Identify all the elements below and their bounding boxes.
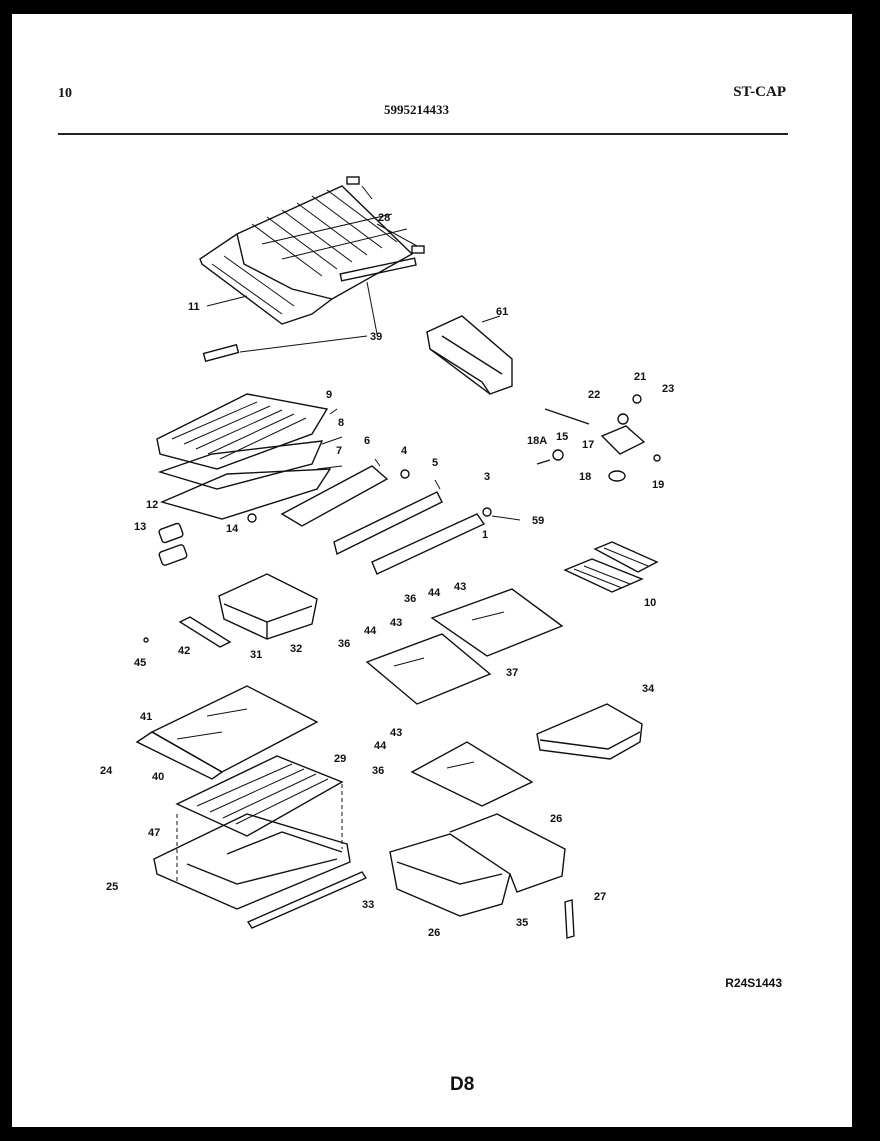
callout-7: 7	[336, 445, 342, 457]
callout-22: 22	[588, 389, 600, 401]
part-freezer-shelf-stack	[156, 393, 343, 520]
part-small-rail	[143, 616, 232, 648]
callout-61: 61	[496, 306, 508, 318]
callout-9: 9	[326, 389, 332, 401]
part-door-bin	[426, 315, 513, 395]
callout-11: 11	[188, 301, 200, 313]
callout-44-b: 44	[364, 625, 377, 637]
callout-42: 42	[178, 645, 190, 657]
callout-36-a: 36	[404, 593, 416, 605]
callout-36-c: 36	[372, 765, 384, 777]
callout-13: 13	[134, 521, 146, 533]
callout-17: 17	[582, 439, 594, 451]
callout-31: 31	[250, 649, 262, 661]
part-brackets	[158, 513, 257, 566]
callout-26-b: 26	[428, 927, 440, 939]
part-glass-shelf-lower	[135, 685, 319, 780]
callout-labels: 28 11 39 61 22 21 23 9 8 7 6 4 5 3 59 1 …	[100, 212, 674, 939]
callout-45: 45	[134, 657, 146, 669]
part-rails	[280, 458, 521, 575]
callout-47: 47	[148, 827, 160, 839]
part-control-assembly	[536, 394, 661, 482]
callout-18: 18	[579, 471, 591, 483]
callout-28: 28	[378, 212, 390, 224]
parts-sheet: 10 5995214433 ST-CAP	[12, 14, 852, 1127]
callout-24: 24	[100, 765, 113, 777]
callout-43-b: 43	[390, 617, 402, 629]
callout-3: 3	[484, 471, 490, 483]
callout-27: 27	[594, 891, 606, 903]
callout-43-a: 43	[454, 581, 466, 593]
section-code: ST-CAP	[733, 84, 786, 100]
callout-29: 29	[334, 753, 346, 765]
callout-36-b: 36	[338, 638, 350, 650]
callout-33: 33	[362, 899, 374, 911]
callout-6: 6	[364, 435, 370, 447]
callout-21: 21	[634, 371, 646, 383]
callout-43-c: 43	[390, 727, 402, 739]
callout-34: 34	[642, 683, 655, 695]
part-crisper-frame	[153, 755, 368, 929]
callout-32: 32	[290, 643, 302, 655]
callout-44-c: 44	[374, 740, 387, 752]
callout-44-a: 44	[428, 587, 441, 599]
header-rule	[58, 133, 788, 135]
model-number: 5995214433	[384, 102, 449, 117]
part-small-pan	[218, 573, 318, 640]
part-clip	[564, 899, 575, 939]
callout-23: 23	[662, 383, 674, 395]
callout-37: 37	[506, 667, 518, 679]
callout-26-a: 26	[550, 813, 562, 825]
callout-5: 5	[432, 457, 438, 469]
callout-19: 19	[652, 479, 664, 491]
part-glass-shelf-mid	[410, 741, 534, 807]
page-number: 10	[58, 86, 72, 101]
callout-39: 39	[370, 331, 382, 343]
exploded-parts-diagram: 28 11 39 61 22 21 23 9 8 7 6 4 5 3 59 1 …	[100, 176, 674, 939]
callout-59: 59	[532, 515, 544, 527]
callout-8: 8	[338, 417, 344, 429]
callout-1: 1	[482, 529, 488, 541]
callout-25: 25	[106, 881, 118, 893]
callout-35: 35	[516, 917, 528, 929]
callout-41: 41	[140, 711, 152, 723]
page-label: D8	[450, 1074, 475, 1095]
callout-40: 40	[152, 771, 164, 783]
part-ice-trays	[563, 541, 659, 593]
part-crisper-drawers	[389, 813, 566, 917]
callout-18A: 18A	[527, 435, 547, 447]
part-glass-shelves	[365, 588, 564, 705]
callout-14: 14	[226, 523, 239, 535]
callout-4: 4	[401, 445, 408, 457]
diagram-reference-code: R24S1443	[725, 976, 782, 990]
part-meat-pan	[536, 703, 643, 760]
callout-12: 12	[146, 499, 158, 511]
callout-10: 10	[644, 597, 656, 609]
part-freezer-wire-shelf	[199, 176, 425, 363]
callout-15: 15	[556, 431, 568, 443]
